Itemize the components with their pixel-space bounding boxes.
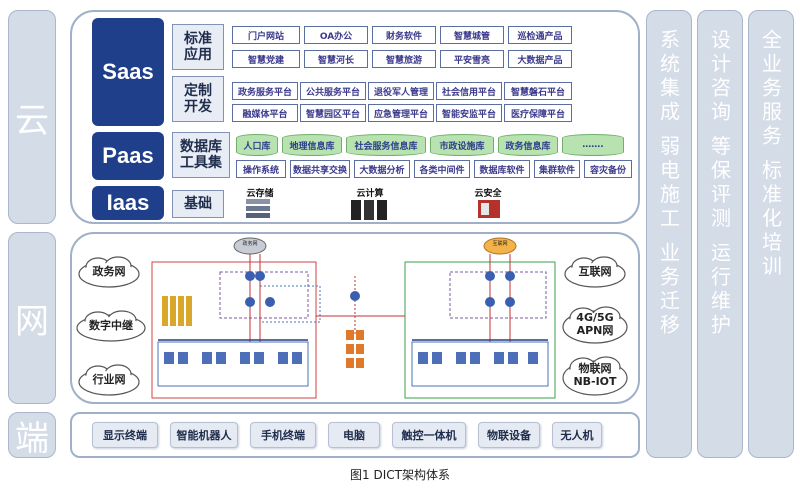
topology-cloud-right-label: 互联网 (492, 241, 508, 247)
app-chip: 巡检通产品 (508, 26, 572, 44)
service-column-integration: 系统集成 弱电施工 业务迁移 (646, 10, 692, 458)
topology-cloud-left-label: 政务网 (242, 241, 258, 247)
db-toolset-label: 数据库 工具集 (172, 132, 230, 178)
tool-chip: 数据库软件 (474, 160, 530, 178)
terminal-item: 手机终端 (250, 422, 316, 448)
database-item: 地理信息库 (282, 134, 342, 156)
security-appliance-icon (476, 198, 502, 220)
server-rack-icon (350, 198, 390, 220)
apn-network-cloud: 4G/5G APN网 (560, 304, 630, 346)
database-item: 社会服务信息库 (346, 134, 426, 156)
network-topology-diagram (150, 236, 560, 400)
network-label-text: 网 (15, 301, 49, 342)
iot-network-cloud: 物联网 NB-IOT (560, 354, 630, 398)
service-column-text: 全业务服务 标准化培训 (758, 29, 783, 280)
cloud-side-label: 云 (8, 10, 56, 224)
app-chip: 智慧旅游 (372, 50, 436, 68)
tool-chip: 数据共享交换 (290, 160, 350, 178)
app-chip: 门户网站 (232, 26, 300, 44)
storage-icon (244, 198, 272, 220)
standard-apps-label: 标准 应用 (172, 24, 224, 70)
custom-dev-chip: 智慧磐石平台 (504, 82, 572, 100)
internet-cloud: 互联网 (562, 254, 628, 290)
cloud-security-label: 云安全 (474, 189, 502, 199)
service-column-consulting: 设计咨询 等保评测 运行维护 (697, 10, 743, 458)
terminal-side-label: 端 (8, 412, 56, 459)
custom-dev-chip: 智能安监平台 (436, 104, 502, 122)
service-column-training: 全业务服务 标准化培训 (748, 10, 794, 458)
app-chip: OA办公 (304, 26, 368, 44)
network-side-label: 网 (8, 232, 56, 404)
database-item: 市政设施库 (430, 134, 494, 156)
tool-chip: 操作系统 (236, 160, 286, 178)
app-chip: 智慧党建 (232, 50, 300, 68)
terminal-item: 显示终端 (92, 422, 158, 448)
database-item: 政务信息库 (498, 134, 558, 156)
custom-dev-chip: 公共服务平台 (300, 82, 366, 100)
terminal-label-text: 端 (15, 418, 49, 459)
tool-chip: 集群软件 (534, 160, 580, 178)
database-item: 人口库 (236, 134, 278, 156)
figure-caption: 图1 DICT架构体系 (350, 468, 450, 482)
custom-dev-chip: 社会信用平台 (436, 82, 502, 100)
service-column-text: 设计咨询 等保评测 运行维护 (707, 29, 732, 338)
cloud-storage-label: 云存储 (246, 189, 274, 199)
app-chip: 大数据产品 (508, 50, 572, 68)
tool-chip: 容灾备份 (584, 160, 632, 178)
terminal-item: 电脑 (328, 422, 380, 448)
tool-chip: 各类中间件 (414, 160, 470, 178)
cloud-label-text: 云 (15, 100, 49, 141)
gov-network-cloud: 政务网 (76, 254, 142, 290)
iaas-tier: Iaas (92, 186, 164, 220)
tool-chip: 大数据分析 (354, 160, 410, 178)
app-chip: 财务软件 (372, 26, 436, 44)
custom-dev-chip: 退役军人管理 (368, 82, 434, 100)
custom-dev-chip: 应急管理平台 (368, 104, 434, 122)
terminal-item: 物联设备 (478, 422, 540, 448)
database-item: ……. (562, 134, 624, 156)
custom-dev-chip: 医疗保障平台 (504, 104, 572, 122)
custom-dev-label: 定制 开发 (172, 76, 224, 122)
custom-dev-chip: 智慧园区平台 (300, 104, 366, 122)
custom-dev-chip: 融媒体平台 (232, 104, 298, 122)
paas-tier: Paas (92, 132, 164, 180)
basic-label: 基础 (172, 190, 224, 218)
cloud-compute-label: 云计算 (356, 189, 384, 199)
industry-network-cloud: 行业网 (76, 362, 142, 398)
service-column-text: 系统集成 弱电施工 业务迁移 (656, 29, 681, 338)
custom-dev-chip: 政务服务平台 (232, 82, 298, 100)
app-chip: 平安雪亮 (440, 50, 504, 68)
digital-trunk-cloud: 数字中继 (74, 308, 148, 344)
terminal-item: 触控一体机 (392, 422, 466, 448)
saas-tier: Saas (92, 18, 164, 126)
app-chip: 智慧河长 (304, 50, 368, 68)
app-chip: 智慧城管 (440, 26, 504, 44)
terminal-item: 无人机 (552, 422, 602, 448)
terminal-item: 智能机器人 (170, 422, 238, 448)
